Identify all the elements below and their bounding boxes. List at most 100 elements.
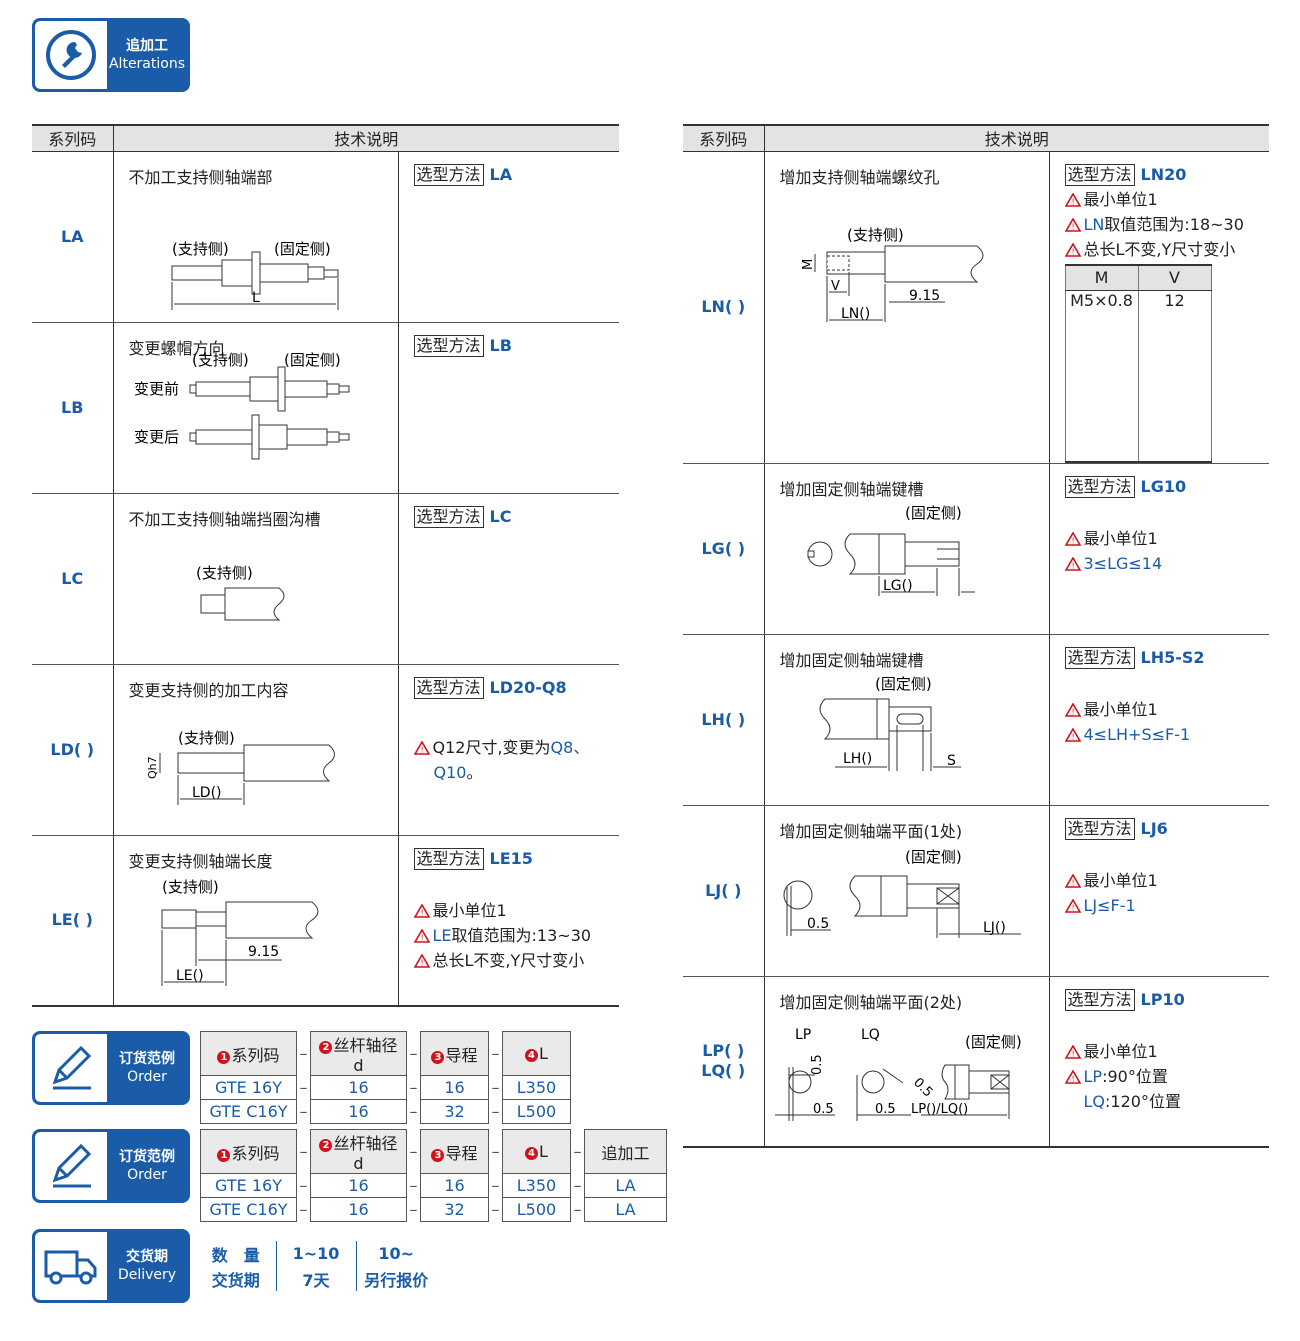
num-2: 2 bbox=[319, 1041, 333, 1054]
delivery-cell: 另行报价 bbox=[355, 1266, 436, 1291]
delivery-cell: 交货期 bbox=[211, 1270, 260, 1290]
dash: – bbox=[299, 1044, 308, 1063]
le-drawing: (支持侧) 9.15 LE() bbox=[161, 878, 318, 986]
label-lg: LG() bbox=[883, 578, 913, 594]
dash: – bbox=[491, 1078, 500, 1097]
order-cell: GTE C16Y bbox=[200, 1099, 297, 1124]
note-prefix: LP bbox=[1083, 1066, 1103, 1086]
row-desc: 变更螺帽方向 (支持侧) (固定侧) 变更前 变更后 bbox=[112, 322, 398, 494]
row-title: 变更螺帽方向 bbox=[128, 338, 225, 358]
table-row: LB 变更螺帽方向 (支持侧) (固定侧) 变更前 变更后 bbox=[32, 322, 620, 494]
delivery-title-zh: 交货期 bbox=[126, 1249, 168, 1265]
order-header: 系列码 bbox=[231, 1045, 280, 1065]
col-header-desc: 技术说明 bbox=[112, 124, 620, 152]
dash: – bbox=[573, 1176, 582, 1195]
select-label: 选型方法 bbox=[1064, 817, 1135, 840]
row-title: 增加支持侧轴端螺纹孔 bbox=[779, 167, 940, 187]
note-text: 最小单位1 bbox=[1083, 1041, 1158, 1061]
select-code: LA bbox=[489, 164, 513, 184]
select-code: LD20-Q8 bbox=[489, 677, 567, 697]
order-title-en: Order bbox=[127, 1069, 167, 1085]
order-header: 导程 bbox=[445, 1143, 478, 1163]
warning-icon: ! bbox=[413, 950, 430, 968]
notes: !最小单位1 !LP:90°位置 LQ:120°位置 bbox=[1064, 1039, 1270, 1114]
select-label: 选型方法 bbox=[1064, 988, 1135, 1011]
svg-text:!: ! bbox=[420, 908, 423, 917]
svg-text:!: ! bbox=[1071, 536, 1074, 545]
select-label: 选型方法 bbox=[413, 505, 484, 528]
warning-icon: ! bbox=[1064, 1041, 1081, 1059]
note-text: :90°位置 bbox=[1102, 1066, 1168, 1086]
dash: – bbox=[409, 1078, 418, 1097]
lg-drawing: (固定侧) LG() bbox=[807, 504, 975, 596]
delivery-cell: 7天 bbox=[275, 1266, 356, 1291]
select-label: 选型方法 bbox=[413, 334, 484, 357]
label-fixed: (固定侧) bbox=[965, 1033, 1022, 1051]
order-cell: L350 bbox=[502, 1075, 571, 1100]
select-code: LE15 bbox=[489, 848, 533, 868]
note-text: 4≤LH+S≤F-1 bbox=[1083, 724, 1191, 744]
order-header: 导程 bbox=[445, 1045, 478, 1065]
label-l: L bbox=[252, 290, 260, 306]
svg-text:!: ! bbox=[1071, 707, 1074, 716]
row-code-lq: LQ( ) bbox=[701, 1061, 746, 1081]
label-dim: 9.15 bbox=[909, 288, 940, 304]
label-le: LE() bbox=[176, 968, 204, 984]
num-4: 4 bbox=[525, 1147, 539, 1160]
mini-header: V bbox=[1137, 263, 1212, 291]
svg-text:!: ! bbox=[1071, 878, 1074, 887]
lj-drawing: (固定侧) 0.5 LJ() bbox=[783, 848, 1021, 938]
note-text: 最小单位1 bbox=[1083, 189, 1158, 209]
order-header: L bbox=[539, 1142, 548, 1161]
note-text: 最小单位1 bbox=[432, 900, 507, 920]
badge-title-en: Alterations bbox=[108, 56, 185, 72]
label-before: 变更前 bbox=[134, 380, 179, 398]
dash: – bbox=[409, 1200, 418, 1219]
select-label: 选型方法 bbox=[413, 163, 484, 186]
row-code: LH( ) bbox=[683, 634, 764, 806]
row-desc: 增加固定侧轴端平面(1处) (固定侧) 0.5 LJ() bbox=[763, 805, 1049, 977]
label-d: 0.5 bbox=[810, 1054, 825, 1075]
note-text: 取值范围为:18~30 bbox=[1104, 214, 1244, 234]
dash: – bbox=[409, 1044, 418, 1063]
row-code: LG( ) bbox=[683, 463, 764, 635]
label-support: (支持侧) bbox=[172, 240, 229, 258]
warning-icon: ! bbox=[1064, 214, 1081, 232]
svg-text:!: ! bbox=[1071, 1049, 1074, 1058]
num-1: 1 bbox=[217, 1050, 231, 1064]
warning-icon: ! bbox=[1064, 1066, 1081, 1084]
mini-header: M bbox=[1064, 263, 1139, 291]
label-d: 0.5 bbox=[813, 1102, 834, 1117]
warning-icon: ! bbox=[413, 925, 430, 943]
note-prefix: LE bbox=[432, 925, 452, 945]
label-lj: LJ() bbox=[983, 920, 1006, 936]
order-header: 丝杆轴径d bbox=[333, 1036, 398, 1075]
note-text: Q12尺寸,变更为 bbox=[432, 737, 551, 757]
note-text: 总长L不变,Y尺寸变小 bbox=[1083, 239, 1236, 259]
lc-drawing: (支持侧) bbox=[196, 564, 284, 620]
wrench-icon bbox=[35, 21, 107, 89]
la-drawing: (支持侧) (固定侧) L bbox=[171, 240, 338, 310]
select-label: 选型方法 bbox=[413, 847, 484, 870]
order-cell: 32 bbox=[420, 1197, 489, 1222]
dash: – bbox=[299, 1176, 308, 1195]
row-desc: 增加支持侧轴端螺纹孔 (支持侧) M V 9.15 LN() bbox=[763, 151, 1049, 464]
select-code: LC bbox=[489, 506, 512, 526]
num-3: 3 bbox=[431, 1050, 445, 1064]
order-cell: 16 bbox=[310, 1197, 407, 1222]
row-title: 增加固定侧轴端平面(1处) bbox=[779, 821, 963, 841]
note-text: 总长L不变,Y尺寸变小 bbox=[432, 950, 585, 970]
dash: – bbox=[299, 1078, 308, 1097]
order-title-zh: 订货范例 bbox=[119, 1051, 175, 1067]
svg-text:!: ! bbox=[1071, 903, 1074, 912]
warning-icon: ! bbox=[1064, 553, 1081, 571]
delivery-table: 数 量 1~10 10~ 交货期 7天 另行报价 bbox=[196, 1241, 436, 1291]
